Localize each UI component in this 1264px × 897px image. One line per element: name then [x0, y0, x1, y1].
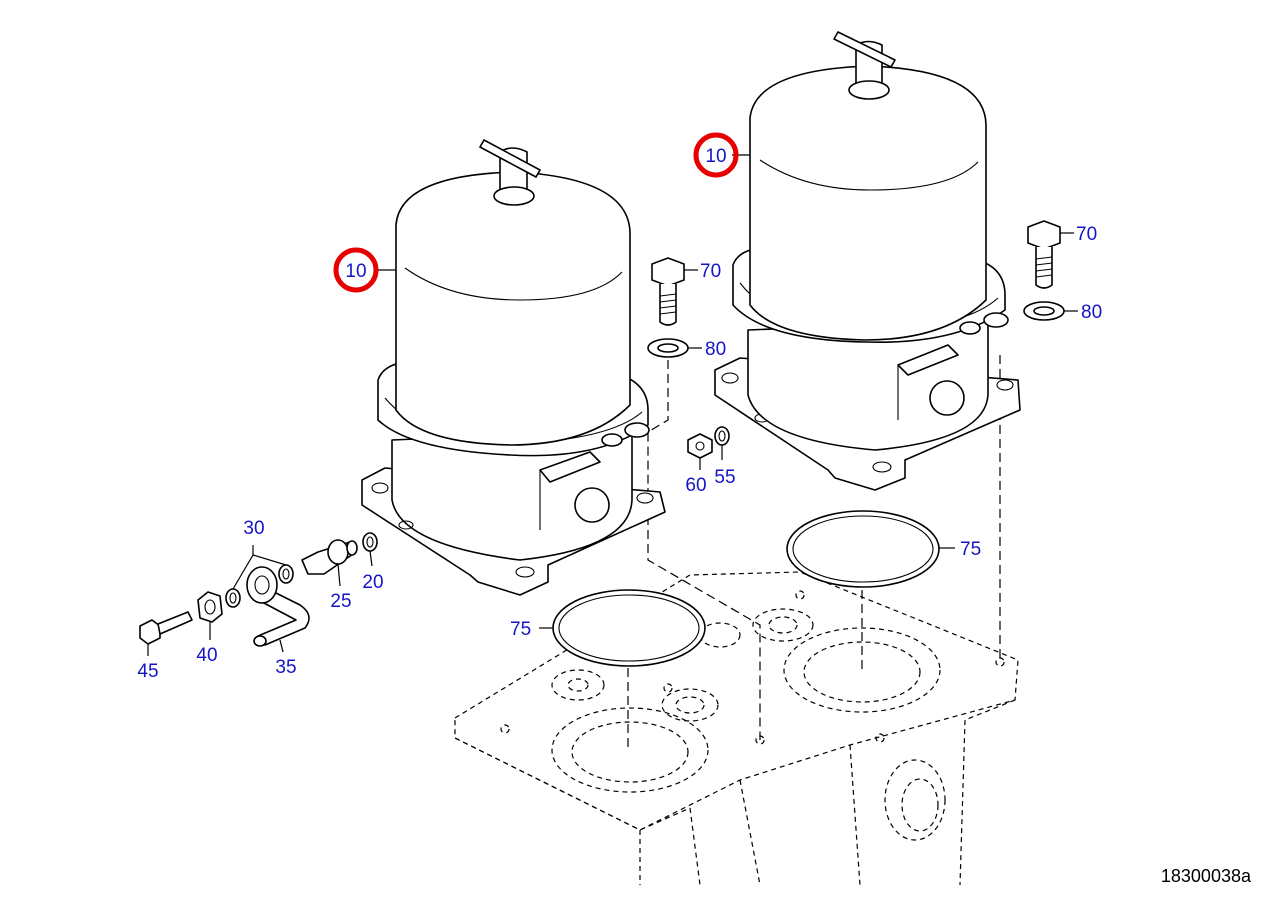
callout-seal-20[interactable]: 20	[362, 572, 383, 593]
callout-washer-right[interactable]: 80	[1081, 302, 1102, 323]
nut-40	[197, 591, 223, 623]
callout-filter-right[interactable]: 10	[705, 146, 726, 167]
o-ring-left	[552, 589, 706, 667]
figure-number: 18300038a	[1161, 866, 1252, 886]
leader-lines	[147, 154, 1078, 656]
callout-nipple[interactable]: 25	[330, 591, 351, 612]
seal-55	[714, 426, 730, 446]
nipple-25	[301, 539, 358, 575]
callout-screw[interactable]: 45	[137, 661, 158, 682]
callout-bolt-left[interactable]: 70	[700, 261, 721, 282]
o-ring-right	[786, 510, 940, 588]
callout-washer-left[interactable]: 80	[705, 339, 726, 360]
callout-plug-seal[interactable]: 55	[714, 467, 735, 488]
filter-assembly-left	[361, 139, 666, 596]
screw-45	[139, 611, 193, 645]
callout-bolt-right[interactable]: 70	[1076, 224, 1097, 245]
callout-plug[interactable]: 60	[685, 475, 706, 496]
seals-30	[225, 564, 294, 608]
banjo-pipe-35	[246, 566, 310, 647]
bolt-right	[1027, 220, 1061, 289]
callout-oring-right[interactable]: 75	[960, 539, 981, 560]
callout-filter-left[interactable]: 10	[345, 261, 366, 282]
callout-banjo-pipe[interactable]: 35	[275, 657, 296, 678]
bolt-left	[651, 257, 685, 326]
callout-oring-left[interactable]: 75	[510, 619, 531, 640]
highlight-ring-right	[693, 132, 739, 178]
washer-left	[647, 338, 689, 358]
filter-assembly-right	[714, 31, 1021, 491]
plug-60	[687, 433, 713, 459]
callout-nut[interactable]: 40	[196, 645, 217, 666]
assembly-lines	[627, 355, 1001, 752]
seal-20	[362, 532, 378, 552]
engine-block-outline	[454, 571, 1019, 886]
callout-seals-30[interactable]: 30	[243, 518, 264, 539]
washer-right	[1023, 301, 1065, 321]
highlight-ring-left	[333, 247, 379, 293]
